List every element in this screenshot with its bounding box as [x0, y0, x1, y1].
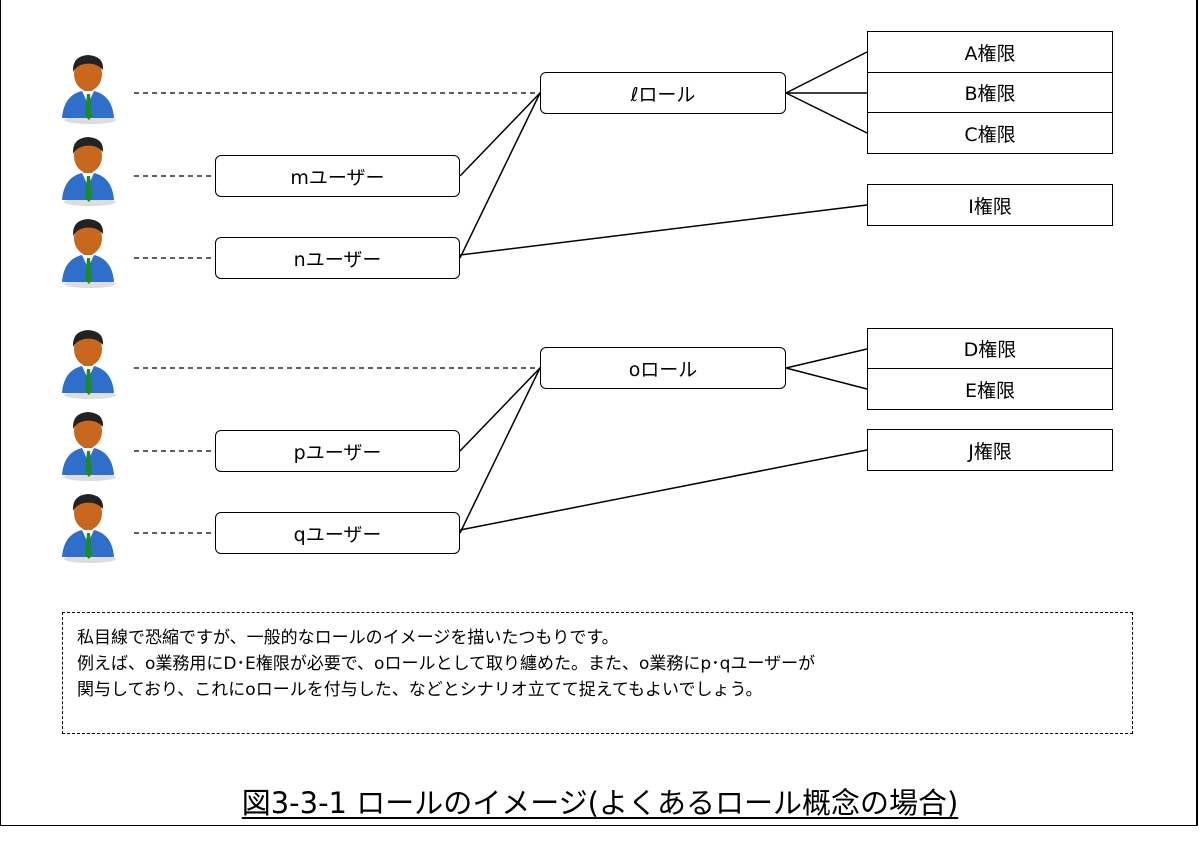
- link-m-role-l: [459, 92, 541, 177]
- permission-box-d: D権限: [867, 328, 1113, 369]
- role-box-l: ℓロール: [540, 72, 786, 114]
- user-box-label: pユーザー: [293, 441, 382, 464]
- user-box-label: nユーザー: [293, 248, 382, 271]
- permission-box-j: J権限: [867, 429, 1113, 471]
- person-with-tie-icon: [62, 494, 116, 563]
- note-line-2: 例えば、o業務用にD･E権限が必要で、oロールとして取り纏めた。また、o業務にp…: [77, 654, 816, 674]
- caption-text: 図3-3-1 ロールのイメージ(よくあるロール概念の場合): [241, 786, 959, 820]
- link-p-role-o: [459, 367, 541, 452]
- permission-label: A権限: [964, 42, 1016, 65]
- note-line-1: 私目線で恐縮ですが、一般的なロールのイメージを描いたつもりです。: [77, 628, 619, 648]
- permission-label: E権限: [964, 379, 1015, 402]
- link-role-l-perm-a: [785, 51, 868, 94]
- link-q-role-o: [459, 367, 541, 534]
- link-n-perm-i: [459, 204, 868, 256]
- user-box-q: qユーザー: [215, 512, 460, 554]
- permission-label: C権限: [964, 123, 1016, 146]
- permission-box-c: C権限: [867, 112, 1113, 154]
- permission-box-b: B権限: [867, 72, 1113, 113]
- person-with-tie-icon: [62, 219, 116, 288]
- person-with-tie-icon: [62, 330, 116, 399]
- permission-label: D権限: [963, 339, 1017, 361]
- link-n-role-l: [459, 92, 541, 259]
- link-role-l-perm-c: [785, 92, 868, 134]
- explanation-note: 私目線で恐縮ですが、一般的なロールのイメージを描いたつもりです。 例えば、o業務…: [62, 612, 1133, 734]
- link-role-o-perm-d: [785, 348, 868, 369]
- permission-box-e: E権限: [867, 368, 1113, 410]
- role-box-label: ℓロール: [630, 83, 696, 106]
- person-with-tie-icon: [62, 137, 116, 206]
- role-box-label: oロール: [628, 358, 698, 381]
- user-box-m: mユーザー: [215, 155, 460, 197]
- user-box-label: mユーザー: [290, 166, 385, 189]
- permission-box-i: I権限: [867, 184, 1113, 226]
- permission-label: J権限: [968, 440, 1012, 463]
- note-line-3: 関与しており、これにoロールを付与した、などとシナリオ立てて捉えてもよいでしょう…: [77, 680, 763, 700]
- figure-caption: 図3-3-1 ロールのイメージ(よくあるロール概念の場合): [0, 780, 1200, 822]
- person-with-tie-icon: [62, 55, 116, 124]
- link-role-o-perm-e: [785, 367, 868, 390]
- user-box-n: nユーザー: [215, 237, 460, 279]
- role-box-o: oロール: [540, 347, 786, 389]
- permission-label: B権限: [964, 83, 1016, 105]
- link-q-perm-j: [459, 449, 868, 531]
- permission-box-a: A権限: [867, 31, 1113, 73]
- user-box-label: qユーザー: [293, 523, 382, 546]
- user-box-p: pユーザー: [215, 430, 460, 472]
- permission-label: I権限: [968, 195, 1012, 218]
- person-with-tie-icon: [62, 412, 116, 481]
